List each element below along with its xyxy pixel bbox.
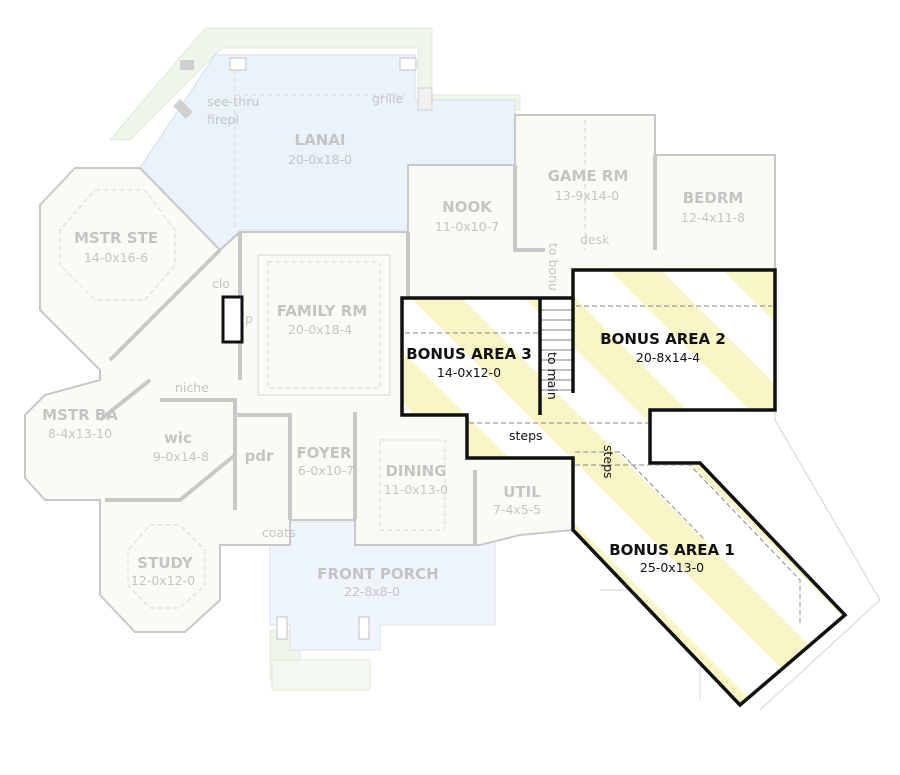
room-foyer: FOYER 6-0x10-7 bbox=[296, 444, 354, 478]
note-grille: grille bbox=[372, 91, 403, 106]
bonus-area-outline bbox=[400, 268, 848, 708]
highlight-box bbox=[221, 295, 244, 344]
room-front-porch: FRONT PORCH 22-8x8-0 bbox=[317, 565, 438, 599]
bonus-dims: 25-0x13-0 bbox=[640, 560, 704, 575]
room-pdr: pdr bbox=[245, 447, 274, 465]
room-name: NOOK bbox=[442, 198, 493, 216]
room-name: UTIL bbox=[503, 483, 541, 501]
room-name: MSTR STE bbox=[74, 229, 158, 247]
room-dims: 11-0x10-7 bbox=[435, 219, 499, 234]
room-dims: 12-0x12-0 bbox=[131, 573, 195, 588]
room-dims: 13-9x14-0 bbox=[555, 188, 619, 203]
note-to-bonus: to bonu bbox=[546, 243, 561, 291]
room-wic: wic 9-0x14-8 bbox=[153, 429, 209, 464]
bonus-name: BONUS AREA 2 bbox=[600, 330, 726, 348]
note-firepl: firepl bbox=[207, 112, 239, 127]
room-bedrm: BEDRM 12-4x11-8 bbox=[681, 189, 745, 225]
room-dining: DINING 11-0x13-0 bbox=[384, 462, 448, 497]
room-dims: 7-4x5-5 bbox=[493, 502, 541, 517]
room-dims: 6-0x10-7 bbox=[298, 463, 354, 478]
room-mstr-ste: MSTR STE 14-0x16-6 bbox=[74, 229, 158, 265]
room-dims: 22-8x8-0 bbox=[344, 584, 400, 599]
note-desk: desk bbox=[580, 232, 610, 247]
bonus-area-2: BONUS AREA 2 20-8x14-4 bbox=[600, 330, 726, 365]
room-nook: NOOK 11-0x10-7 bbox=[435, 198, 499, 234]
room-name: BEDRM bbox=[683, 189, 744, 207]
room-name: FAMILY RM bbox=[277, 302, 367, 320]
room-name: LANAI bbox=[295, 131, 346, 149]
bonus-dims: 20-8x14-4 bbox=[636, 350, 700, 365]
bonus-dims: 14-0x12-0 bbox=[437, 365, 501, 380]
note-steps-rotated: steps bbox=[601, 445, 616, 479]
room-name: FOYER bbox=[296, 444, 352, 462]
room-dims: 11-0x13-0 bbox=[384, 482, 448, 497]
note-coats: coats bbox=[262, 525, 296, 540]
room-family-rm: FAMILY RM 20-0x18-4 bbox=[277, 302, 367, 337]
note-steps: steps bbox=[509, 428, 543, 443]
room-name: MSTR BA bbox=[42, 406, 118, 424]
bonus-name: BONUS AREA 3 bbox=[406, 345, 532, 363]
note-to-main: to main bbox=[545, 352, 560, 400]
bonus-area-3: BONUS AREA 3 14-0x12-0 bbox=[406, 345, 532, 380]
room-dims: 9-0x14-8 bbox=[153, 449, 209, 464]
note-see-thru: see-thru bbox=[207, 94, 259, 109]
note-niche: niche bbox=[175, 380, 209, 395]
room-game-rm: GAME RM 13-9x14-0 bbox=[548, 167, 629, 203]
room-name: DINING bbox=[385, 462, 446, 480]
room-dims: 12-4x11-8 bbox=[681, 210, 745, 225]
room-name: GAME RM bbox=[548, 167, 629, 185]
room-name: FRONT PORCH bbox=[317, 565, 438, 583]
room-study: STUDY 12-0x12-0 bbox=[131, 554, 195, 588]
room-dims: 20-0x18-4 bbox=[288, 322, 352, 337]
bonus-areas bbox=[400, 268, 848, 708]
room-dims: 20-0x18-0 bbox=[288, 152, 352, 167]
room-mstr-ba: MSTR BA 8-4x13-10 bbox=[42, 406, 118, 441]
room-dims: 14-0x16-6 bbox=[84, 250, 148, 265]
interior-walls bbox=[59, 57, 881, 711]
room-lanai: LANAI 20-0x18-0 bbox=[288, 131, 352, 167]
note-p: p bbox=[245, 311, 253, 326]
note-clo: clo bbox=[212, 276, 230, 291]
room-dims: 8-4x13-10 bbox=[48, 426, 112, 441]
room-util: UTIL 7-4x5-5 bbox=[493, 483, 541, 517]
room-name: wic bbox=[164, 429, 192, 447]
room-name: STUDY bbox=[137, 554, 194, 572]
stair-to-main bbox=[541, 300, 572, 395]
house-interior bbox=[24, 114, 776, 633]
bonus-name: BONUS AREA 1 bbox=[609, 541, 735, 559]
bonus-area-1: BONUS AREA 1 25-0x13-0 bbox=[609, 541, 735, 575]
